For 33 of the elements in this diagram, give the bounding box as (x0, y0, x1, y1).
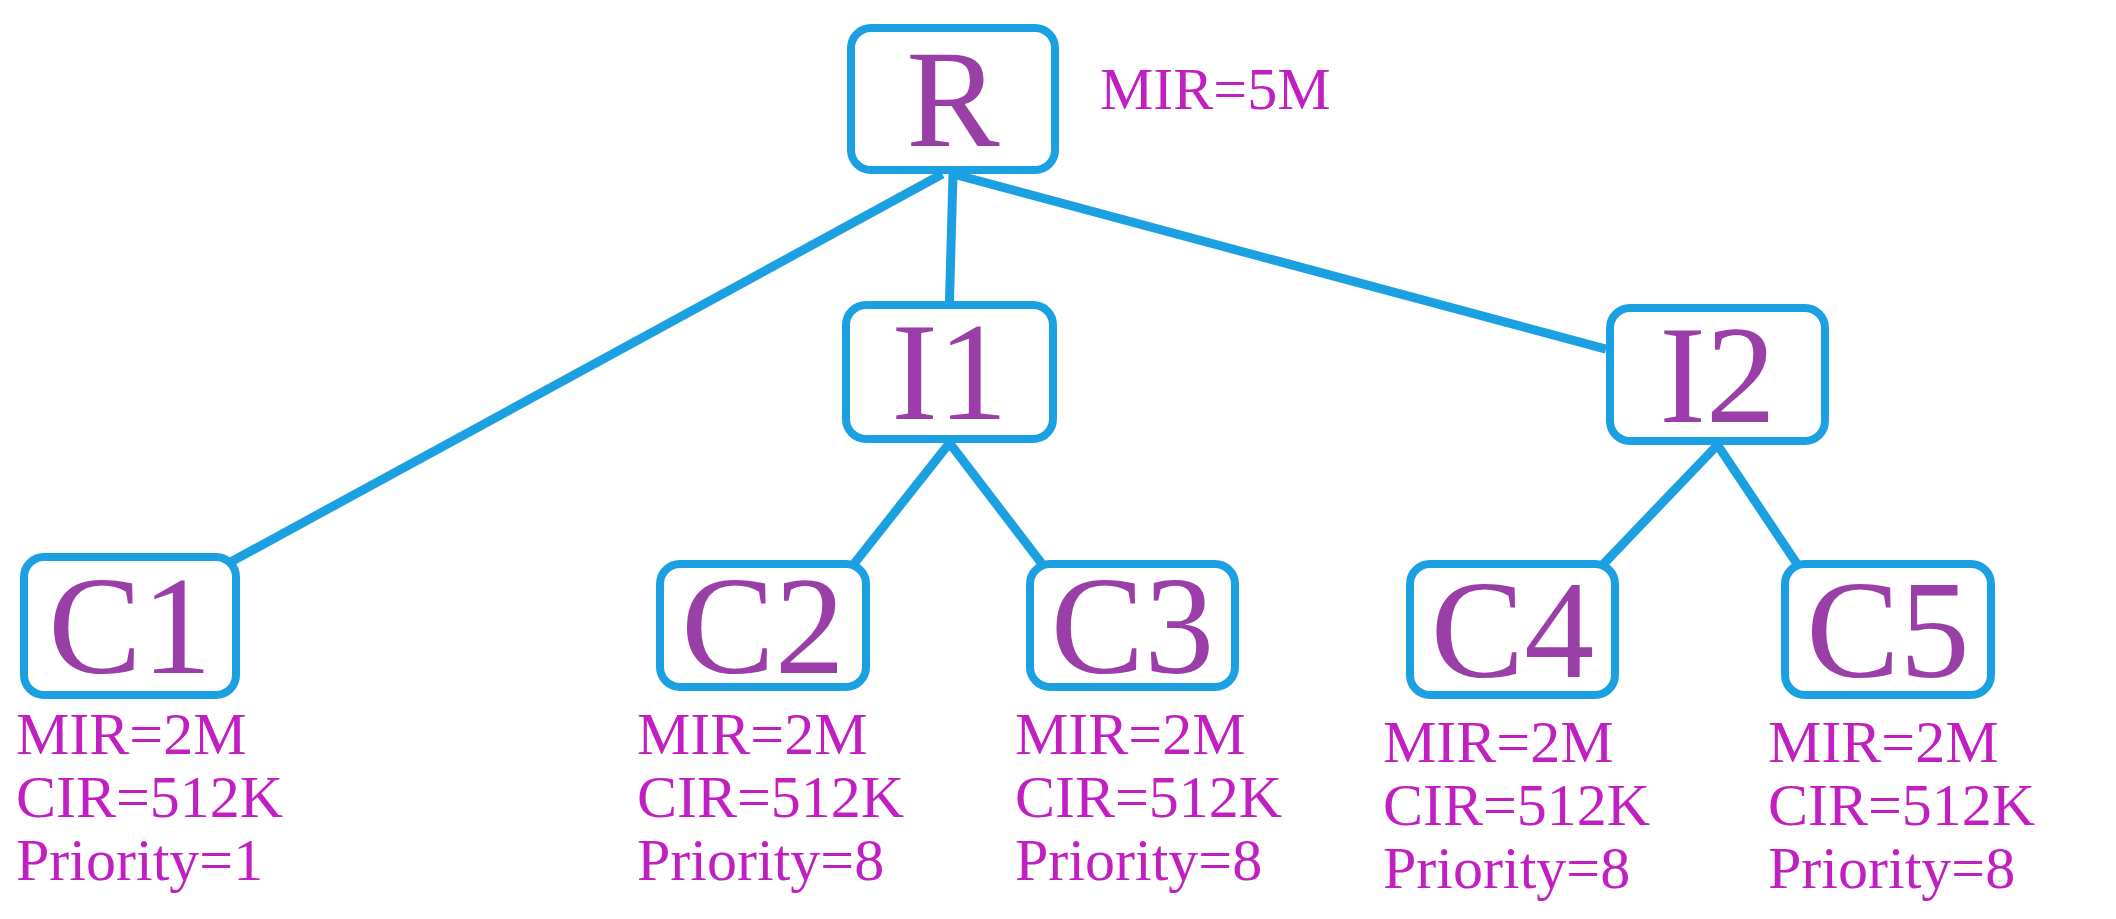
node-label: C3 (1050, 555, 1215, 696)
node-box (1606, 304, 1829, 445)
node-label: C1 (48, 556, 212, 696)
node-annotation: CIR=512K (1383, 774, 1651, 837)
node-annotation: Priority=8 (637, 829, 885, 892)
node-annotation: MIR=2M (16, 703, 247, 766)
node-label: I2 (1659, 304, 1776, 445)
node-annotation: MIR=2M (1015, 703, 1246, 766)
node-label: C2 (681, 555, 845, 696)
node-annotation: CIR=512K (1768, 774, 2036, 837)
node-annotation: MIR=2M (1768, 711, 1999, 774)
node-label: C4 (1430, 559, 1595, 700)
node-annotation: MIR=2M (637, 703, 868, 766)
node-annotation: MIR=5M (1100, 58, 1331, 121)
node-label: I1 (891, 302, 1008, 442)
node-label: R (906, 29, 1000, 169)
node-annotation: CIR=512K (1015, 766, 1283, 829)
node-box (1026, 560, 1239, 691)
node-box (656, 560, 870, 691)
node-box (1406, 560, 1619, 699)
node-box (847, 24, 1059, 174)
node-annotation: CIR=512K (637, 766, 905, 829)
node-box (842, 301, 1057, 443)
node-annotation: Priority=8 (1383, 837, 1631, 900)
node-annotation: Priority=1 (16, 829, 264, 892)
node-box (1781, 560, 1995, 699)
node-label: C5 (1806, 559, 1970, 700)
node-box (20, 553, 240, 699)
node-annotation: CIR=512K (16, 766, 284, 829)
node-annotation: Priority=8 (1768, 837, 2016, 900)
node-annotation: Priority=8 (1015, 829, 1263, 892)
node-annotation: MIR=2M (1383, 711, 1614, 774)
connector-line (945, 173, 958, 302)
